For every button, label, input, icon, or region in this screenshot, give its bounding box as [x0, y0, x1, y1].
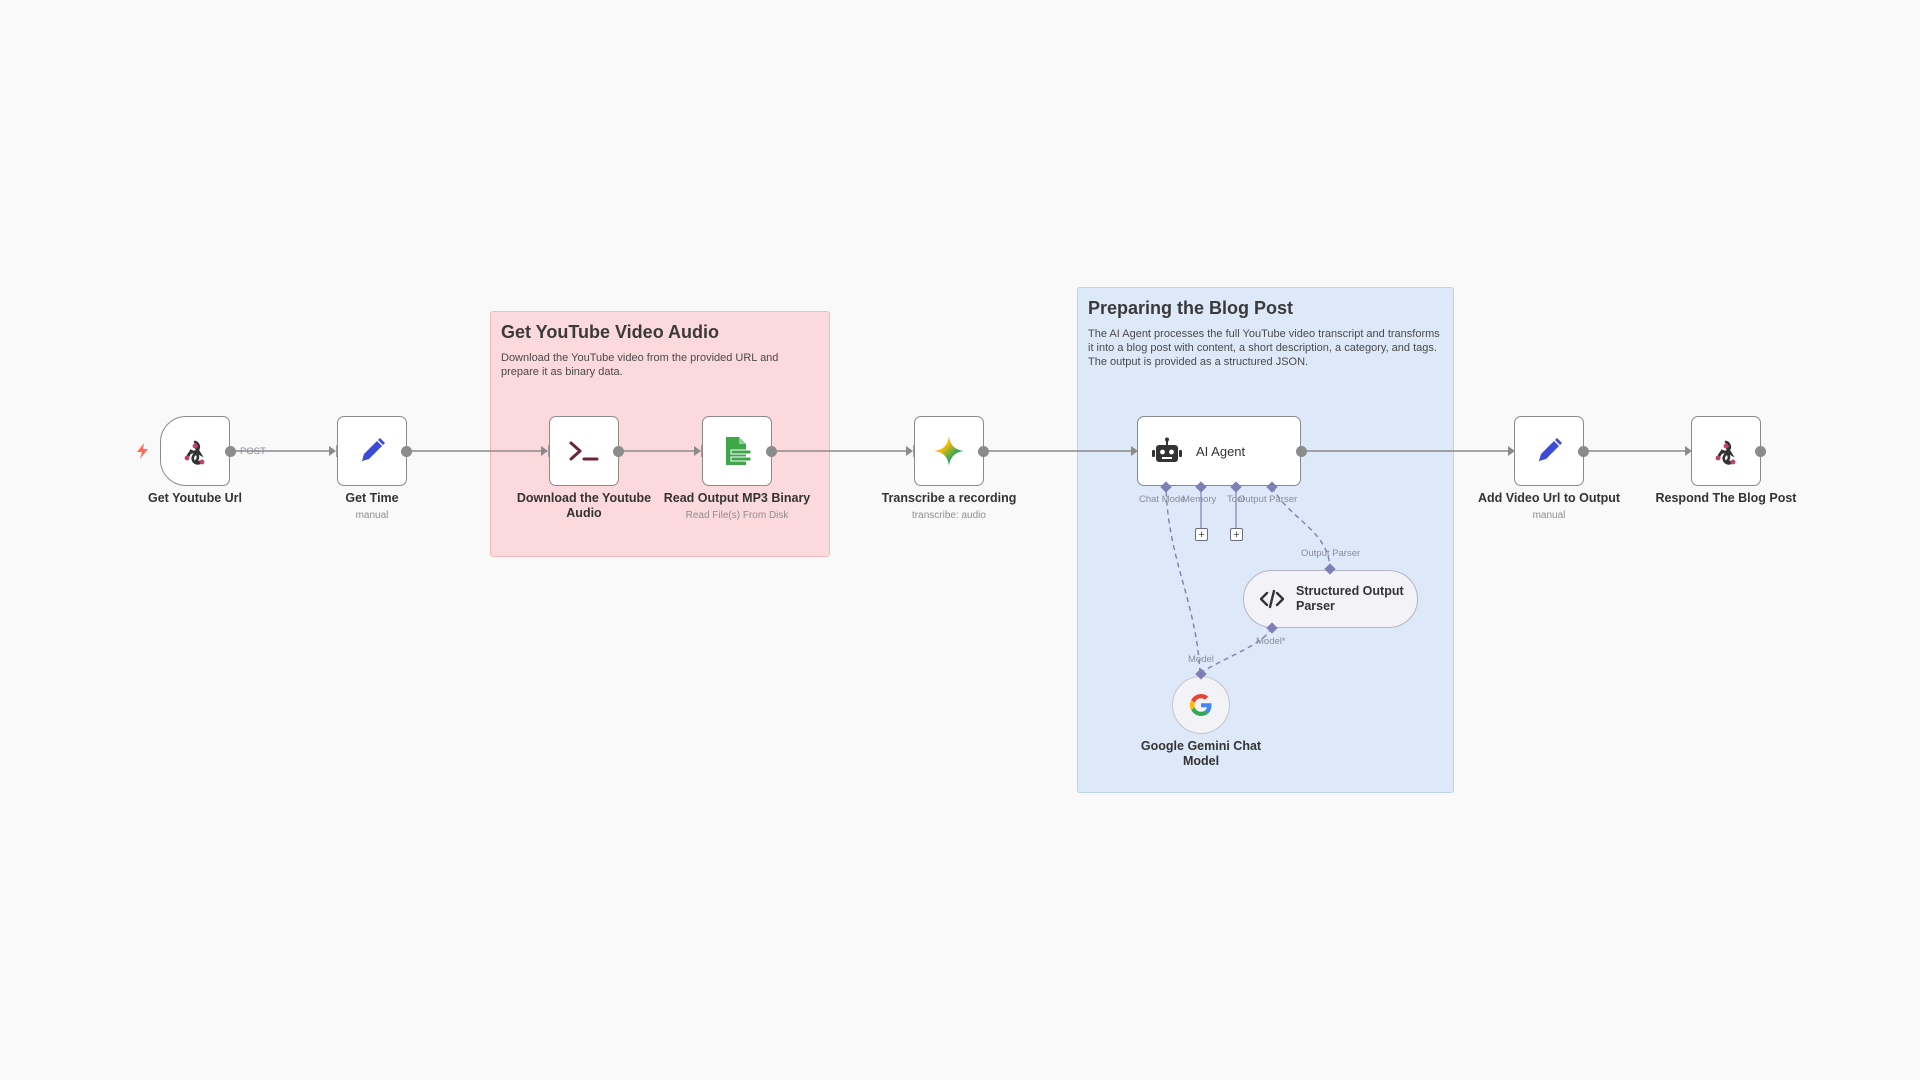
gemini-sparkle-icon [934, 436, 964, 466]
node-sublabel-add-video-url: manual [1532, 510, 1566, 521]
agent-memory-label: Memory [1182, 494, 1217, 505]
pencil-icon [1538, 438, 1562, 462]
node-label-get-youtube-url: Get Youtube Url [148, 491, 242, 505]
node-sublabel-get-time: manual [355, 510, 389, 521]
output-handle-ai-agent[interactable] [1296, 446, 1307, 457]
node-label-structured-output-parser: Structured Output Parser [1296, 584, 1404, 613]
node-label-ai-agent: AI Agent [1196, 443, 1246, 459]
file-icon [726, 437, 752, 465]
sticky-audio-text: Download the YouTube video from the prov… [501, 352, 779, 378]
output-handle-get-time[interactable] [401, 446, 412, 457]
node-sublabel-transcribe: transcribe: audio [912, 510, 986, 521]
sticky-blog[interactable]: Preparing the Blog Post The AI Agent pro… [1077, 287, 1454, 793]
node-label-download-audio: Download the Youtube Audio [516, 491, 652, 520]
parser-input-label: Output Parser [1301, 548, 1361, 559]
agent-output-parser-label: Output Parser [1238, 494, 1298, 505]
sticky-blog-text: The AI Agent processes the full YouTube … [1088, 328, 1440, 368]
node-label-add-video-url: Add Video Url to Output [1477, 491, 1621, 505]
node-sublabel-read-mp3: Read File(s) From Disk [685, 510, 789, 521]
post-method-label: POST [240, 446, 266, 457]
output-handle-get-youtube-url[interactable] [225, 446, 236, 457]
trigger-bolt-icon [137, 443, 148, 459]
gemini-model-label: Model [1188, 654, 1214, 665]
node-google-gemini-chat-model[interactable] [1172, 676, 1230, 734]
google-icon [1190, 694, 1212, 716]
node-label-respond-blog-post: Respond The Blog Post [1655, 491, 1797, 505]
arrow-transcribe [906, 446, 913, 456]
node-transcribe[interactable] [914, 416, 984, 486]
node-label-google-gemini-chat-model: Google Gemini Chat Model [1140, 739, 1262, 768]
node-add-video-url[interactable] [1514, 416, 1584, 486]
node-read-mp3[interactable] [702, 416, 772, 486]
arrow-get-time [329, 446, 336, 456]
node-label-get-time: Get Time [345, 491, 399, 505]
pencil-icon [361, 438, 385, 462]
node-label-read-mp3: Read Output MP3 Binary [663, 491, 811, 505]
terminal-icon [569, 441, 599, 461]
robot-icon [1152, 437, 1182, 462]
node-respond-blog-post[interactable] [1691, 416, 1761, 486]
node-ai-agent[interactable]: AI Agent [1137, 416, 1301, 486]
parser-model-label: Model* [1256, 636, 1286, 647]
output-handle-download-audio[interactable] [613, 446, 624, 457]
agent-chat-model-label: Chat Mode [1139, 494, 1186, 505]
code-icon [1260, 589, 1284, 609]
sticky-audio[interactable]: Get YouTube Video Audio Download the You… [490, 311, 830, 557]
output-handle-add-video-url[interactable] [1578, 446, 1589, 457]
node-structured-output-parser[interactable]: Structured Output Parser [1243, 570, 1418, 628]
node-get-time[interactable] [337, 416, 407, 486]
output-handle-respond-blog-post[interactable] [1755, 446, 1766, 457]
node-download-audio[interactable] [549, 416, 619, 486]
output-handle-transcribe[interactable] [978, 446, 989, 457]
sticky-audio-title: Get YouTube Video Audio [501, 322, 720, 342]
webhook-icon [1715, 440, 1736, 465]
sticky-blog-title: Preparing the Blog Post [1088, 298, 1294, 318]
node-get-youtube-url[interactable] [160, 416, 230, 486]
webhook-icon [184, 440, 205, 465]
output-handle-read-mp3[interactable] [766, 446, 777, 457]
add-tool-button[interactable]: + [1230, 528, 1243, 541]
node-label-transcribe: Transcribe a recording [881, 491, 1017, 505]
add-memory-button[interactable]: + [1195, 528, 1208, 541]
